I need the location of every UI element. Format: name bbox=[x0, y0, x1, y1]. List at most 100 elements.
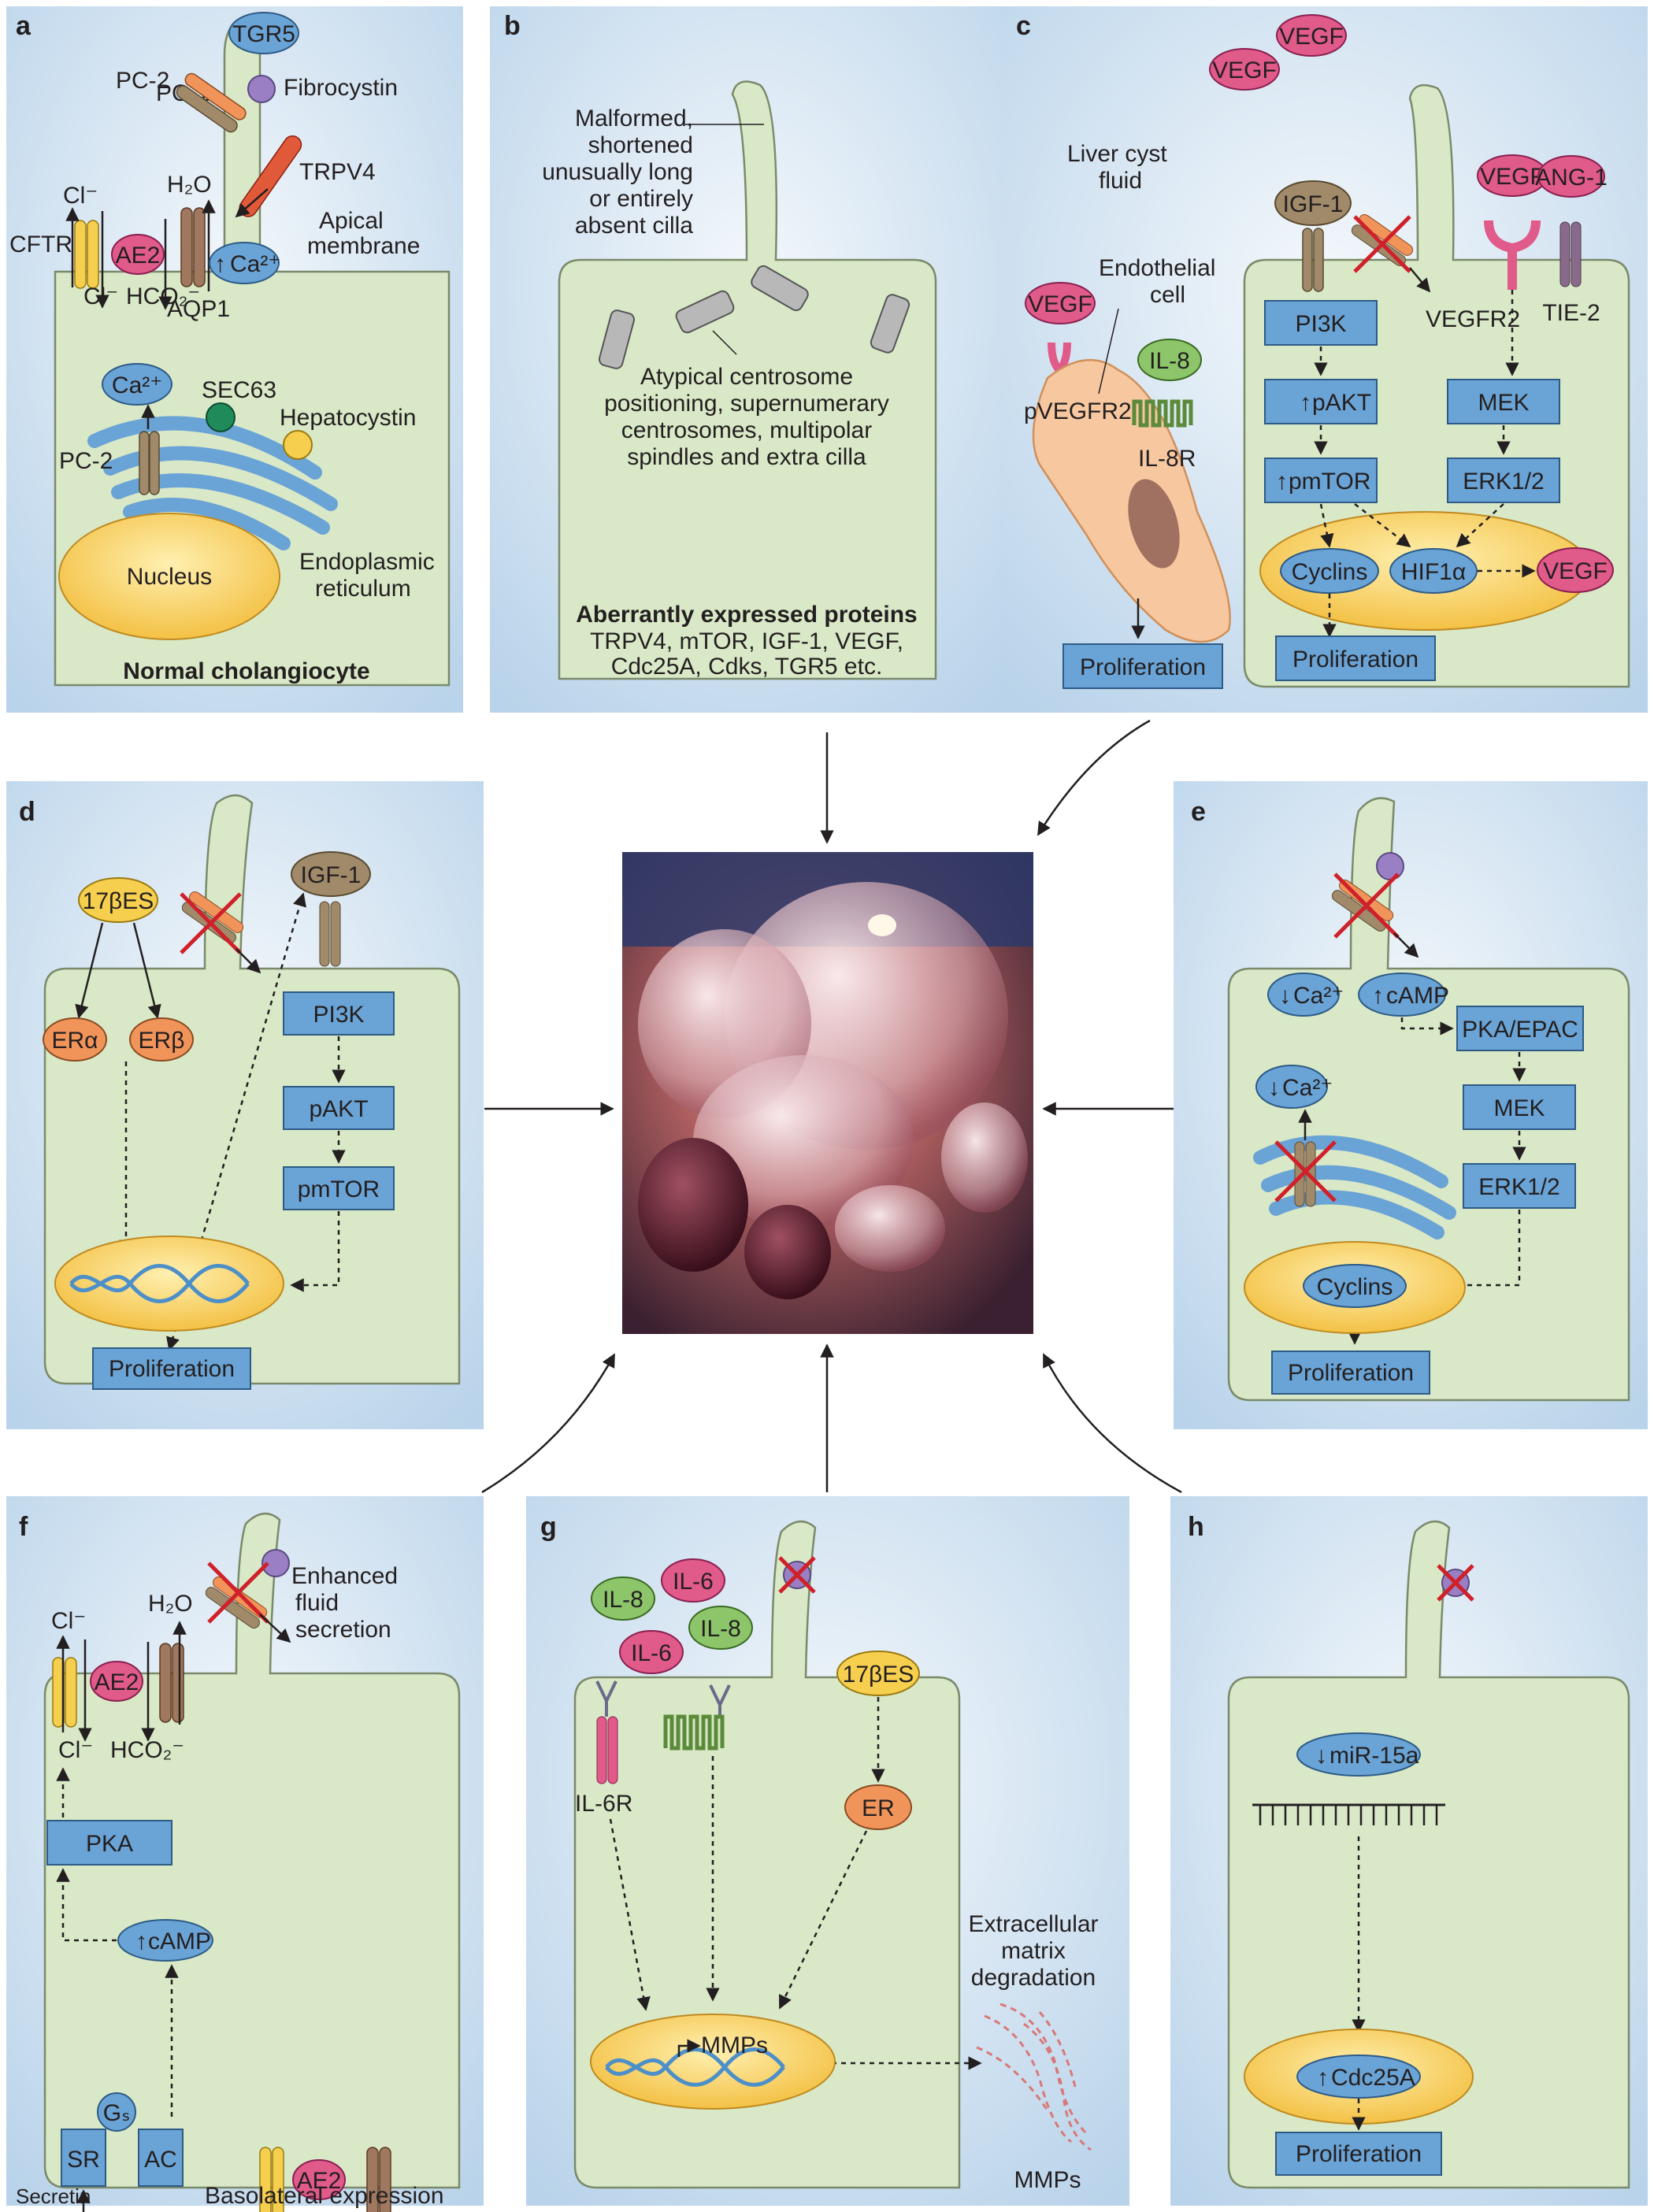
aqp1-channel bbox=[180, 207, 193, 287]
panel-a-letter: a bbox=[16, 11, 32, 41]
vegfr2 bbox=[1484, 220, 1541, 254]
svg-text:IL-8: IL-8 bbox=[1149, 348, 1190, 374]
svg-text:absent cilla: absent cilla bbox=[575, 213, 693, 239]
svg-text:pVEGFR2: pVEGFR2 bbox=[1024, 398, 1132, 424]
svg-text:fluid: fluid bbox=[1099, 168, 1142, 194]
centrosome-note: Atypical centrosome positioning, supernu… bbox=[604, 364, 889, 470]
il8 bbox=[1137, 339, 1202, 381]
svg-text:Proliferation: Proliferation bbox=[1288, 1360, 1414, 1386]
svg-text:Liver cyst: Liver cyst bbox=[1067, 141, 1167, 167]
panel-g: g IL-8 IL-6 IL-8 IL-6 17βES IL-6R ER M bbox=[540, 1512, 1099, 2193]
ca-apical bbox=[209, 242, 280, 284]
svg-text:spindles and extra cilla: spindles and extra cilla bbox=[627, 444, 866, 470]
svg-text:H₂O: H₂O bbox=[167, 172, 212, 198]
svg-text:Atypical centrosome: Atypical centrosome bbox=[640, 364, 853, 390]
svg-text:IL-8: IL-8 bbox=[603, 1587, 643, 1613]
svg-text:↑: ↑ bbox=[1276, 469, 1288, 495]
svg-text:VEGF: VEGF bbox=[1279, 24, 1344, 50]
nucleus bbox=[58, 513, 280, 640]
svg-text:shortened: shortened bbox=[588, 132, 693, 158]
svg-text:secretion: secretion bbox=[295, 1617, 391, 1643]
ecm-fibres bbox=[976, 2003, 1092, 2151]
svg-text:PC-2: PC-2 bbox=[116, 68, 169, 94]
ae2-exchanger bbox=[111, 234, 165, 275]
ca-er bbox=[102, 363, 172, 406]
svg-text:Cl⁻: Cl⁻ bbox=[51, 1608, 86, 1634]
svg-text:Apical: Apical bbox=[319, 208, 384, 234]
svg-text:Cl⁻: Cl⁻ bbox=[83, 283, 118, 309]
svg-text:Ca²⁺: Ca²⁺ bbox=[230, 251, 280, 277]
svg-text:ER: ER bbox=[862, 1795, 895, 1821]
svg-text:ERK1/2: ERK1/2 bbox=[1478, 1174, 1559, 1200]
svg-text:positioning, supernumerary: positioning, supernumerary bbox=[604, 391, 889, 417]
svg-text:centrosomes, multipolar: centrosomes, multipolar bbox=[621, 417, 872, 443]
svg-text:membrane: membrane bbox=[307, 233, 420, 259]
svg-text:cAMP: cAMP bbox=[1386, 983, 1449, 1009]
svg-text:↑: ↑ bbox=[1372, 983, 1384, 1009]
svg-text:AC: AC bbox=[144, 2147, 177, 2173]
svg-text:c: c bbox=[1016, 11, 1031, 41]
svg-text:miR-15a: miR-15a bbox=[1330, 1743, 1419, 1769]
basolateral-label: Basolateral expression bbox=[205, 2183, 444, 2209]
svg-text:↓: ↓ bbox=[1315, 1743, 1327, 1769]
svg-text:ANG-1: ANG-1 bbox=[1535, 165, 1608, 191]
svg-text:Ca²⁺: Ca²⁺ bbox=[1282, 1075, 1333, 1101]
svg-text:Nucleus: Nucleus bbox=[127, 564, 212, 590]
svg-text:IL-6: IL-6 bbox=[673, 1569, 714, 1595]
svg-text:AQP1: AQP1 bbox=[167, 296, 230, 322]
svg-text:HCO₂⁻: HCO₂⁻ bbox=[126, 283, 200, 309]
svg-text:TRPV4, mTOR, IGF-1, VEGF,: TRPV4, mTOR, IGF-1, VEGF, bbox=[590, 628, 903, 654]
svg-text:VEGF: VEGF bbox=[1543, 558, 1608, 584]
svg-text:17βES: 17βES bbox=[843, 1662, 914, 1688]
svg-text:HCO₂⁻: HCO₂⁻ bbox=[110, 1737, 184, 1763]
il8r bbox=[1132, 399, 1193, 428]
svg-text:Endoplasmic: Endoplasmic bbox=[299, 549, 435, 575]
panel-b: b Malformed, shortened unusually long or… bbox=[504, 11, 937, 680]
svg-text:h: h bbox=[1188, 1512, 1204, 1542]
svg-text:VEGF: VEGF bbox=[1480, 164, 1545, 190]
svg-text:f: f bbox=[19, 1512, 28, 1542]
svg-text:↓: ↓ bbox=[1268, 1075, 1280, 1101]
hepatocystin bbox=[283, 430, 313, 460]
svg-text:d: d bbox=[19, 797, 35, 827]
cholangiocyte-cell-b bbox=[558, 80, 937, 680]
svg-text:IGF-1: IGF-1 bbox=[301, 862, 362, 888]
svg-text:degradation: degradation bbox=[971, 1965, 1096, 1991]
svg-text:TRPV4: TRPV4 bbox=[299, 159, 376, 185]
svg-text:ERβ: ERβ bbox=[139, 1028, 185, 1054]
svg-text:b: b bbox=[504, 11, 521, 41]
svg-text:IGF-1: IGF-1 bbox=[1283, 191, 1344, 217]
endoplasmic-reticulum bbox=[87, 416, 338, 550]
svg-text:IL-8R: IL-8R bbox=[1138, 446, 1196, 472]
svg-text:H₂O: H₂O bbox=[148, 1591, 193, 1617]
svg-text:↓: ↓ bbox=[1279, 983, 1291, 1009]
cross-c bbox=[1353, 215, 1411, 273]
svg-text:Gₛ: Gₛ bbox=[103, 2100, 131, 2126]
svg-text:VEGFR2: VEGFR2 bbox=[1426, 306, 1520, 332]
svg-text:IL-6: IL-6 bbox=[631, 1640, 672, 1666]
svg-text:Proliferation: Proliferation bbox=[109, 1356, 235, 1382]
panel-a: a TGR5 Fibrocystin PC-1 PC-2 TRPV4 Apica… bbox=[9, 11, 451, 687]
pc2-er-channel bbox=[139, 431, 150, 495]
svg-text:PC-2: PC-2 bbox=[59, 448, 113, 474]
svg-text:e: e bbox=[1191, 797, 1206, 827]
vegf-ligands: VEGF VEGF VEGF VEGF ANG-1 bbox=[1025, 14, 1608, 324]
igf1 bbox=[1274, 180, 1352, 226]
svg-text:Proliferation: Proliferation bbox=[1296, 2141, 1422, 2167]
pc1-pc2-complex bbox=[176, 72, 247, 133]
panel-c: c VEGF VEGF VEGF VEGF ANG-1 Liver cyst f… bbox=[1016, 11, 1630, 689]
svg-text:IL-6R: IL-6R bbox=[575, 1791, 632, 1817]
svg-text:Ca²⁺: Ca²⁺ bbox=[112, 372, 162, 398]
svg-text:↑: ↑ bbox=[135, 1929, 147, 1954]
svg-text:Proliferation: Proliferation bbox=[1292, 647, 1419, 672]
svg-text:MMPs: MMPs bbox=[701, 2032, 768, 2058]
svg-text:PI3K: PI3K bbox=[313, 1002, 364, 1028]
svg-text:cAMP: cAMP bbox=[148, 1929, 211, 1954]
svg-text:pAKT: pAKT bbox=[309, 1096, 368, 1122]
svg-text:MMPs: MMPs bbox=[1014, 2167, 1081, 2193]
cilia-note: Malformed, shortened unusually long or e… bbox=[542, 106, 693, 239]
svg-text:or entirely: or entirely bbox=[589, 186, 693, 212]
svg-text:Fibrocystin: Fibrocystin bbox=[284, 75, 398, 101]
svg-text:VEGF: VEGF bbox=[1212, 57, 1277, 83]
